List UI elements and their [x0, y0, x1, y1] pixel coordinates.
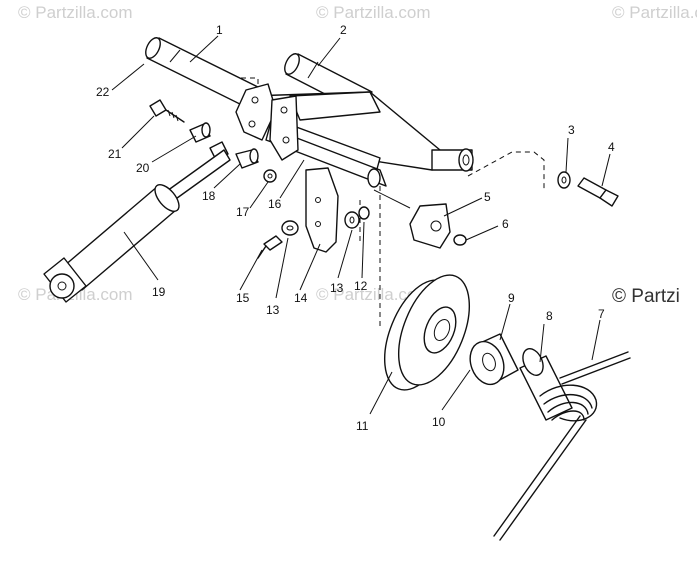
callout-17: 17 [236, 205, 250, 219]
callout-13-right: 13 [330, 281, 344, 295]
part-14-arm [305, 167, 339, 253]
part-7-torsion-spring [493, 351, 631, 541]
part-21-bolt [149, 99, 185, 123]
part-19-shock [43, 149, 231, 303]
watermark: © Partzi [612, 286, 680, 307]
callout-11: 11 [356, 419, 369, 433]
part-13-washer-left [281, 220, 299, 236]
callout-20: 20 [136, 161, 150, 175]
callout-15: 15 [236, 291, 250, 305]
watermark: © Partzilla.com [316, 3, 431, 22]
callout-7: 7 [598, 307, 605, 321]
callout-2: 2 [340, 23, 347, 37]
leader-lines [111, 35, 611, 415]
callout-8: 8 [546, 309, 553, 323]
part-3-washer [557, 171, 571, 189]
callout-3: 3 [568, 123, 575, 137]
part-5-bracket [373, 189, 451, 249]
callout-19: 19 [152, 285, 166, 299]
scissor-frame [235, 83, 474, 188]
callout-6: 6 [502, 217, 509, 231]
watermark: © Partzilla.com [18, 3, 133, 22]
part-8-spring-bushing [519, 348, 573, 421]
part-15-bolt [257, 235, 283, 259]
part-9-collar [469, 333, 519, 386]
part-6-nut [453, 234, 467, 246]
callout-labels: 1 2 3 4 5 6 7 8 9 10 11 12 13 13 14 15 1… [96, 23, 615, 433]
callout-12: 12 [354, 279, 368, 293]
callout-16: 16 [268, 197, 282, 211]
callout-13-left: 13 [266, 303, 280, 317]
callout-4: 4 [608, 140, 615, 154]
callout-5: 5 [484, 190, 491, 204]
part-11-wheel [384, 274, 470, 391]
callout-9: 9 [508, 291, 515, 305]
callout-14: 14 [294, 291, 308, 305]
part-4-bolt [577, 177, 619, 207]
watermark: © Partzilla.com [316, 285, 431, 304]
watermark: © Partzilla.com [612, 3, 697, 22]
callout-18: 18 [202, 189, 216, 203]
callout-1: 1 [216, 23, 223, 37]
part-18-spacer [235, 148, 259, 169]
part-12-nut [358, 206, 370, 220]
callout-21: 21 [108, 147, 122, 161]
part-13-washer-right [344, 211, 360, 229]
part-17-nut [263, 169, 277, 183]
callout-22: 22 [96, 85, 110, 99]
callout-10: 10 [432, 415, 446, 429]
